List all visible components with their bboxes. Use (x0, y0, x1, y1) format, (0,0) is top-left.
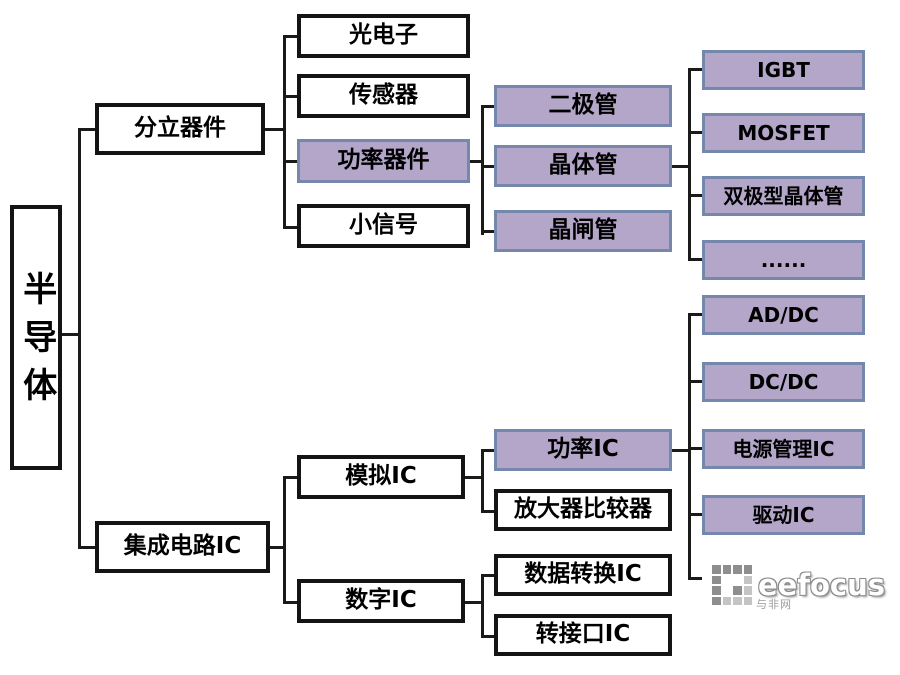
node-amplifier-comparator: 放大器比较器 (494, 489, 672, 531)
node-integrated-circuit: 集成电路IC (95, 521, 270, 573)
connector-line (481, 105, 484, 235)
eefocus-watermark: eefocus 与非网 (712, 556, 885, 614)
connector-line (481, 510, 494, 513)
connector-line (283, 35, 297, 38)
connector-line (481, 574, 494, 577)
node-optoelectronics: 光电子 (297, 14, 470, 58)
connector-line (688, 513, 702, 516)
connector-line (78, 546, 97, 549)
node-sensor: 传感器 (297, 74, 470, 118)
connector-line (283, 226, 297, 229)
node-semiconductor: 半导体 (10, 205, 62, 470)
node-more-ellipsis: ...... (702, 240, 865, 280)
connector-line (78, 128, 97, 131)
node-interface-ic: 转接口IC (494, 614, 672, 656)
node-analog-ic: 模拟IC (297, 455, 465, 499)
connector-line (283, 160, 297, 163)
connector-line (465, 601, 483, 604)
node-ad-dc: AD/DC (702, 295, 865, 335)
connector-line (283, 95, 297, 98)
node-mosfet: MOSFET (702, 113, 865, 153)
node-discrete-devices: 分立器件 (95, 103, 265, 155)
connector-line (481, 635, 494, 638)
node-small-signal: 小信号 (297, 204, 470, 248)
connector-line (481, 449, 494, 452)
connector-line (78, 128, 81, 549)
node-data-conversion-ic: 数据转换IC (494, 554, 672, 596)
node-power-management-ic: 电源管理IC (702, 429, 865, 469)
connector-line (283, 35, 286, 229)
connector-line (688, 577, 702, 580)
eefocus-tagline: 与非网 (756, 598, 792, 611)
connector-line (672, 165, 690, 168)
connector-line (465, 476, 483, 479)
connector-line (283, 601, 297, 604)
connector-line (60, 333, 80, 336)
node-power-devices: 功率器件 (297, 139, 470, 183)
connector-line (688, 68, 691, 261)
node-driver-ic: 驱动IC (702, 495, 865, 535)
connector-line (470, 160, 483, 163)
connector-line (688, 258, 702, 261)
connector-line (283, 476, 286, 604)
connector-line (265, 128, 285, 131)
connector-line (481, 165, 494, 168)
connector-line (270, 546, 285, 549)
node-diode: 二极管 (494, 85, 672, 127)
connector-line (672, 449, 690, 452)
node-bipolar-transistor: 双极型晶体管 (702, 176, 865, 216)
node-transistor: 晶体管 (494, 145, 672, 187)
connector-line (688, 380, 702, 383)
connector-line (481, 105, 494, 108)
connector-line (688, 447, 702, 450)
node-thyristor: 晶闸管 (494, 210, 672, 252)
node-igbt: IGBT (702, 50, 865, 90)
node-power-ic: 功率IC (494, 429, 672, 471)
connector-line (481, 574, 484, 638)
connector-line (688, 194, 702, 197)
eefocus-logo-icon (712, 565, 752, 605)
eefocus-brand-text: eefocus (758, 568, 885, 602)
connector-line (688, 313, 691, 580)
connector-line (688, 68, 702, 71)
connector-line (481, 449, 484, 513)
node-dc-dc: DC/DC (702, 362, 865, 402)
connector-line (688, 131, 702, 134)
connector-line (481, 230, 494, 233)
node-digital-ic: 数字IC (297, 579, 465, 623)
connector-line (688, 313, 702, 316)
connector-line (283, 476, 297, 479)
